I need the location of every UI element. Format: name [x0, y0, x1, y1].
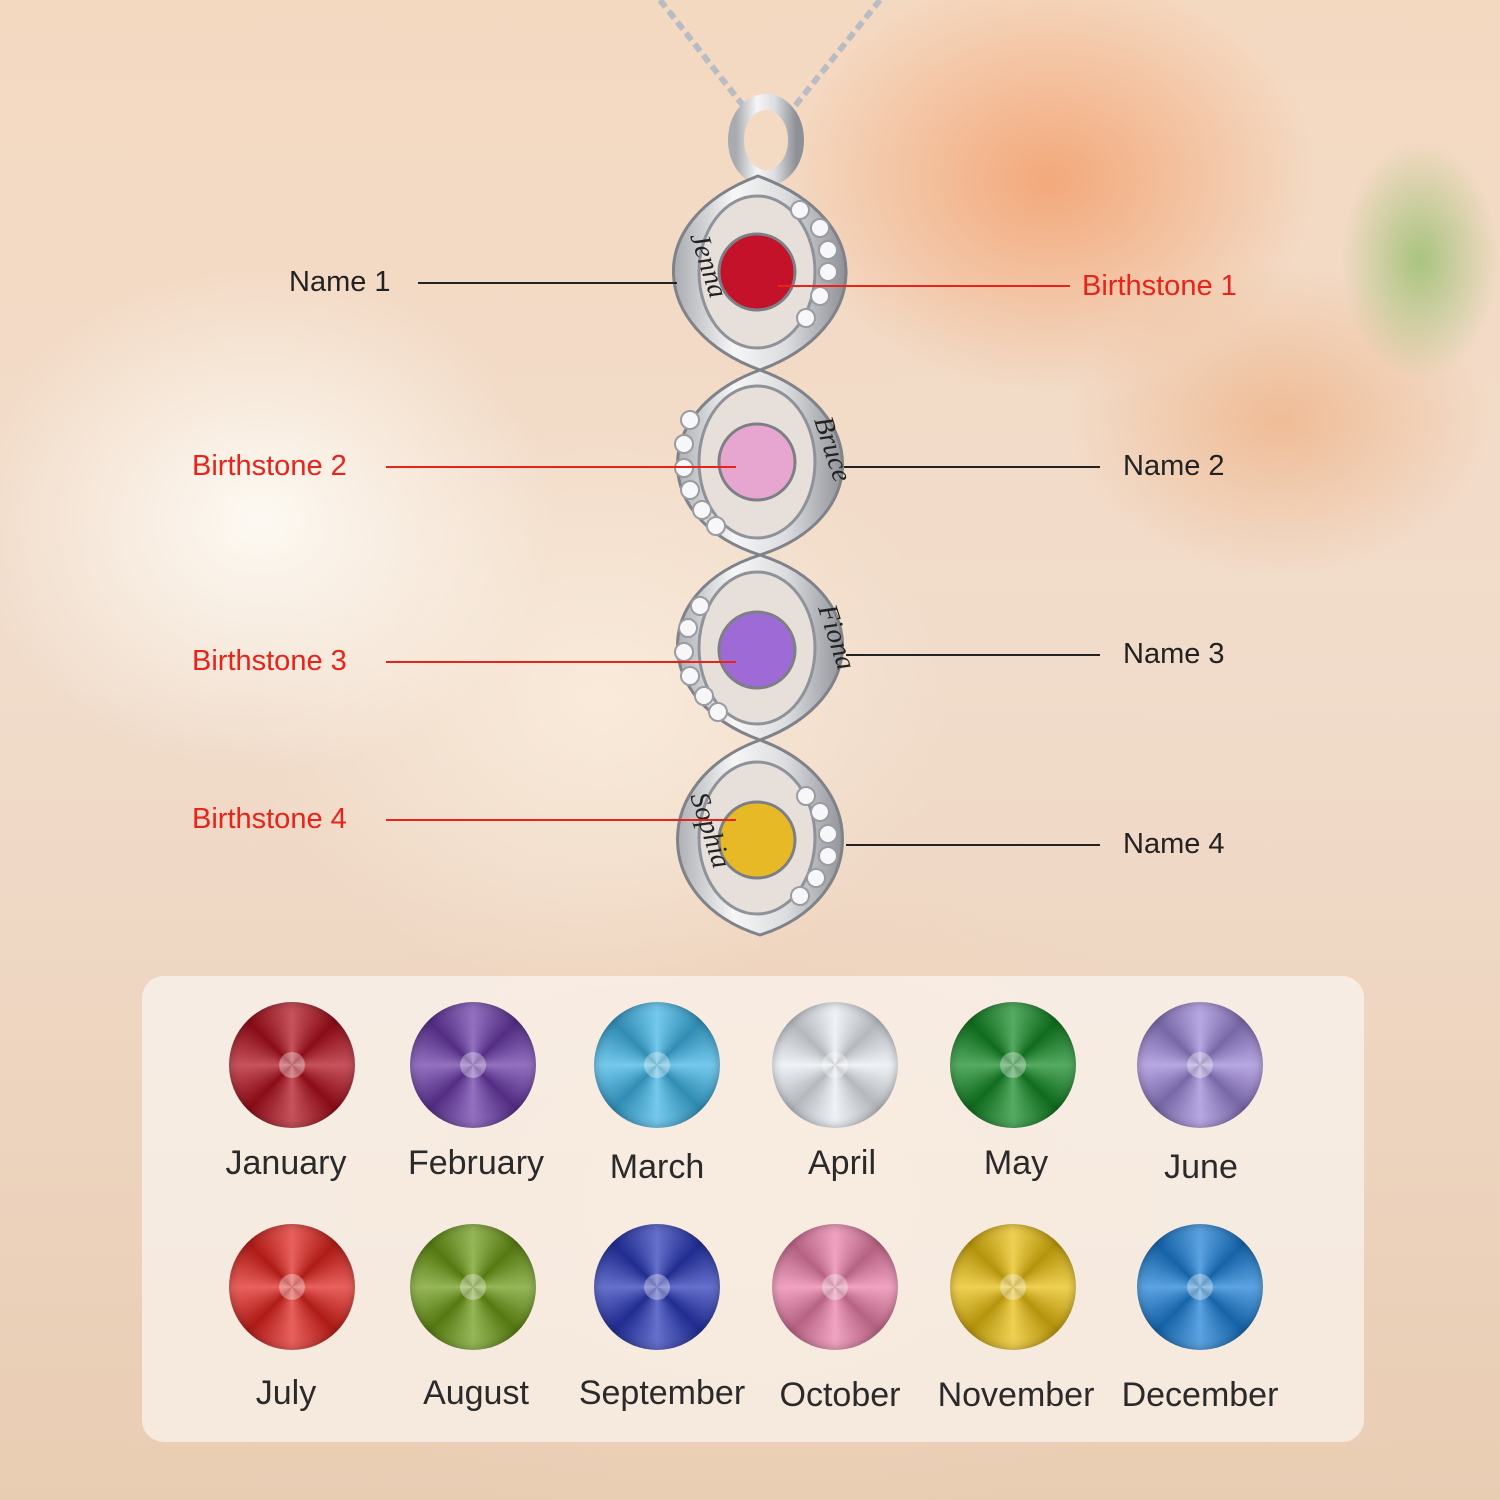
name-1-label: Name 1 [289, 266, 391, 298]
birthstone-1-label: Birthstone 1 [1082, 270, 1237, 302]
gem-may [950, 1002, 1076, 1128]
birthstone-1-gem [717, 232, 797, 312]
gem-february [410, 1002, 536, 1128]
accent-crystals [674, 200, 838, 906]
name-4-label: Name 4 [1123, 828, 1225, 860]
month-label-april: April [807, 1144, 877, 1182]
chain [657, 0, 751, 114]
birthstone-2-gem [717, 422, 797, 502]
month-label-august: August [423, 1374, 529, 1412]
gem-september [594, 1224, 720, 1350]
month-label-november: November [937, 1376, 1095, 1414]
green-leaf-blur [1340, 140, 1500, 380]
month-label-february: February [407, 1144, 545, 1182]
birthstone-4-gem [717, 800, 797, 880]
gem-december [1137, 1224, 1263, 1350]
month-label-october: October [779, 1376, 901, 1414]
birthstone-2-label: Birthstone 2 [192, 450, 347, 482]
birthstone-3-gem [717, 610, 797, 690]
month-label-june: June [1164, 1148, 1238, 1186]
gem-april [772, 1002, 898, 1128]
name-3-label: Name 3 [1123, 638, 1225, 670]
bail [728, 94, 804, 186]
month-label-may: May [983, 1144, 1049, 1182]
gem-august [410, 1224, 536, 1350]
gem-november [950, 1224, 1076, 1350]
chain [787, 0, 883, 114]
month-label-january: January [225, 1144, 347, 1182]
gem-june [1137, 1002, 1263, 1128]
gem-march [594, 1002, 720, 1128]
birthstone-4-label: Birthstone 4 [192, 803, 347, 835]
name-2-label: Name 2 [1123, 450, 1225, 482]
gem-july [229, 1224, 355, 1350]
gem-january [229, 1002, 355, 1128]
month-label-july: July [255, 1374, 317, 1412]
month-label-september: September [578, 1374, 746, 1412]
birthstone-3-label: Birthstone 3 [192, 645, 347, 677]
gem-october [772, 1224, 898, 1350]
month-label-march: March [609, 1148, 705, 1186]
month-label-december: December [1121, 1376, 1279, 1414]
